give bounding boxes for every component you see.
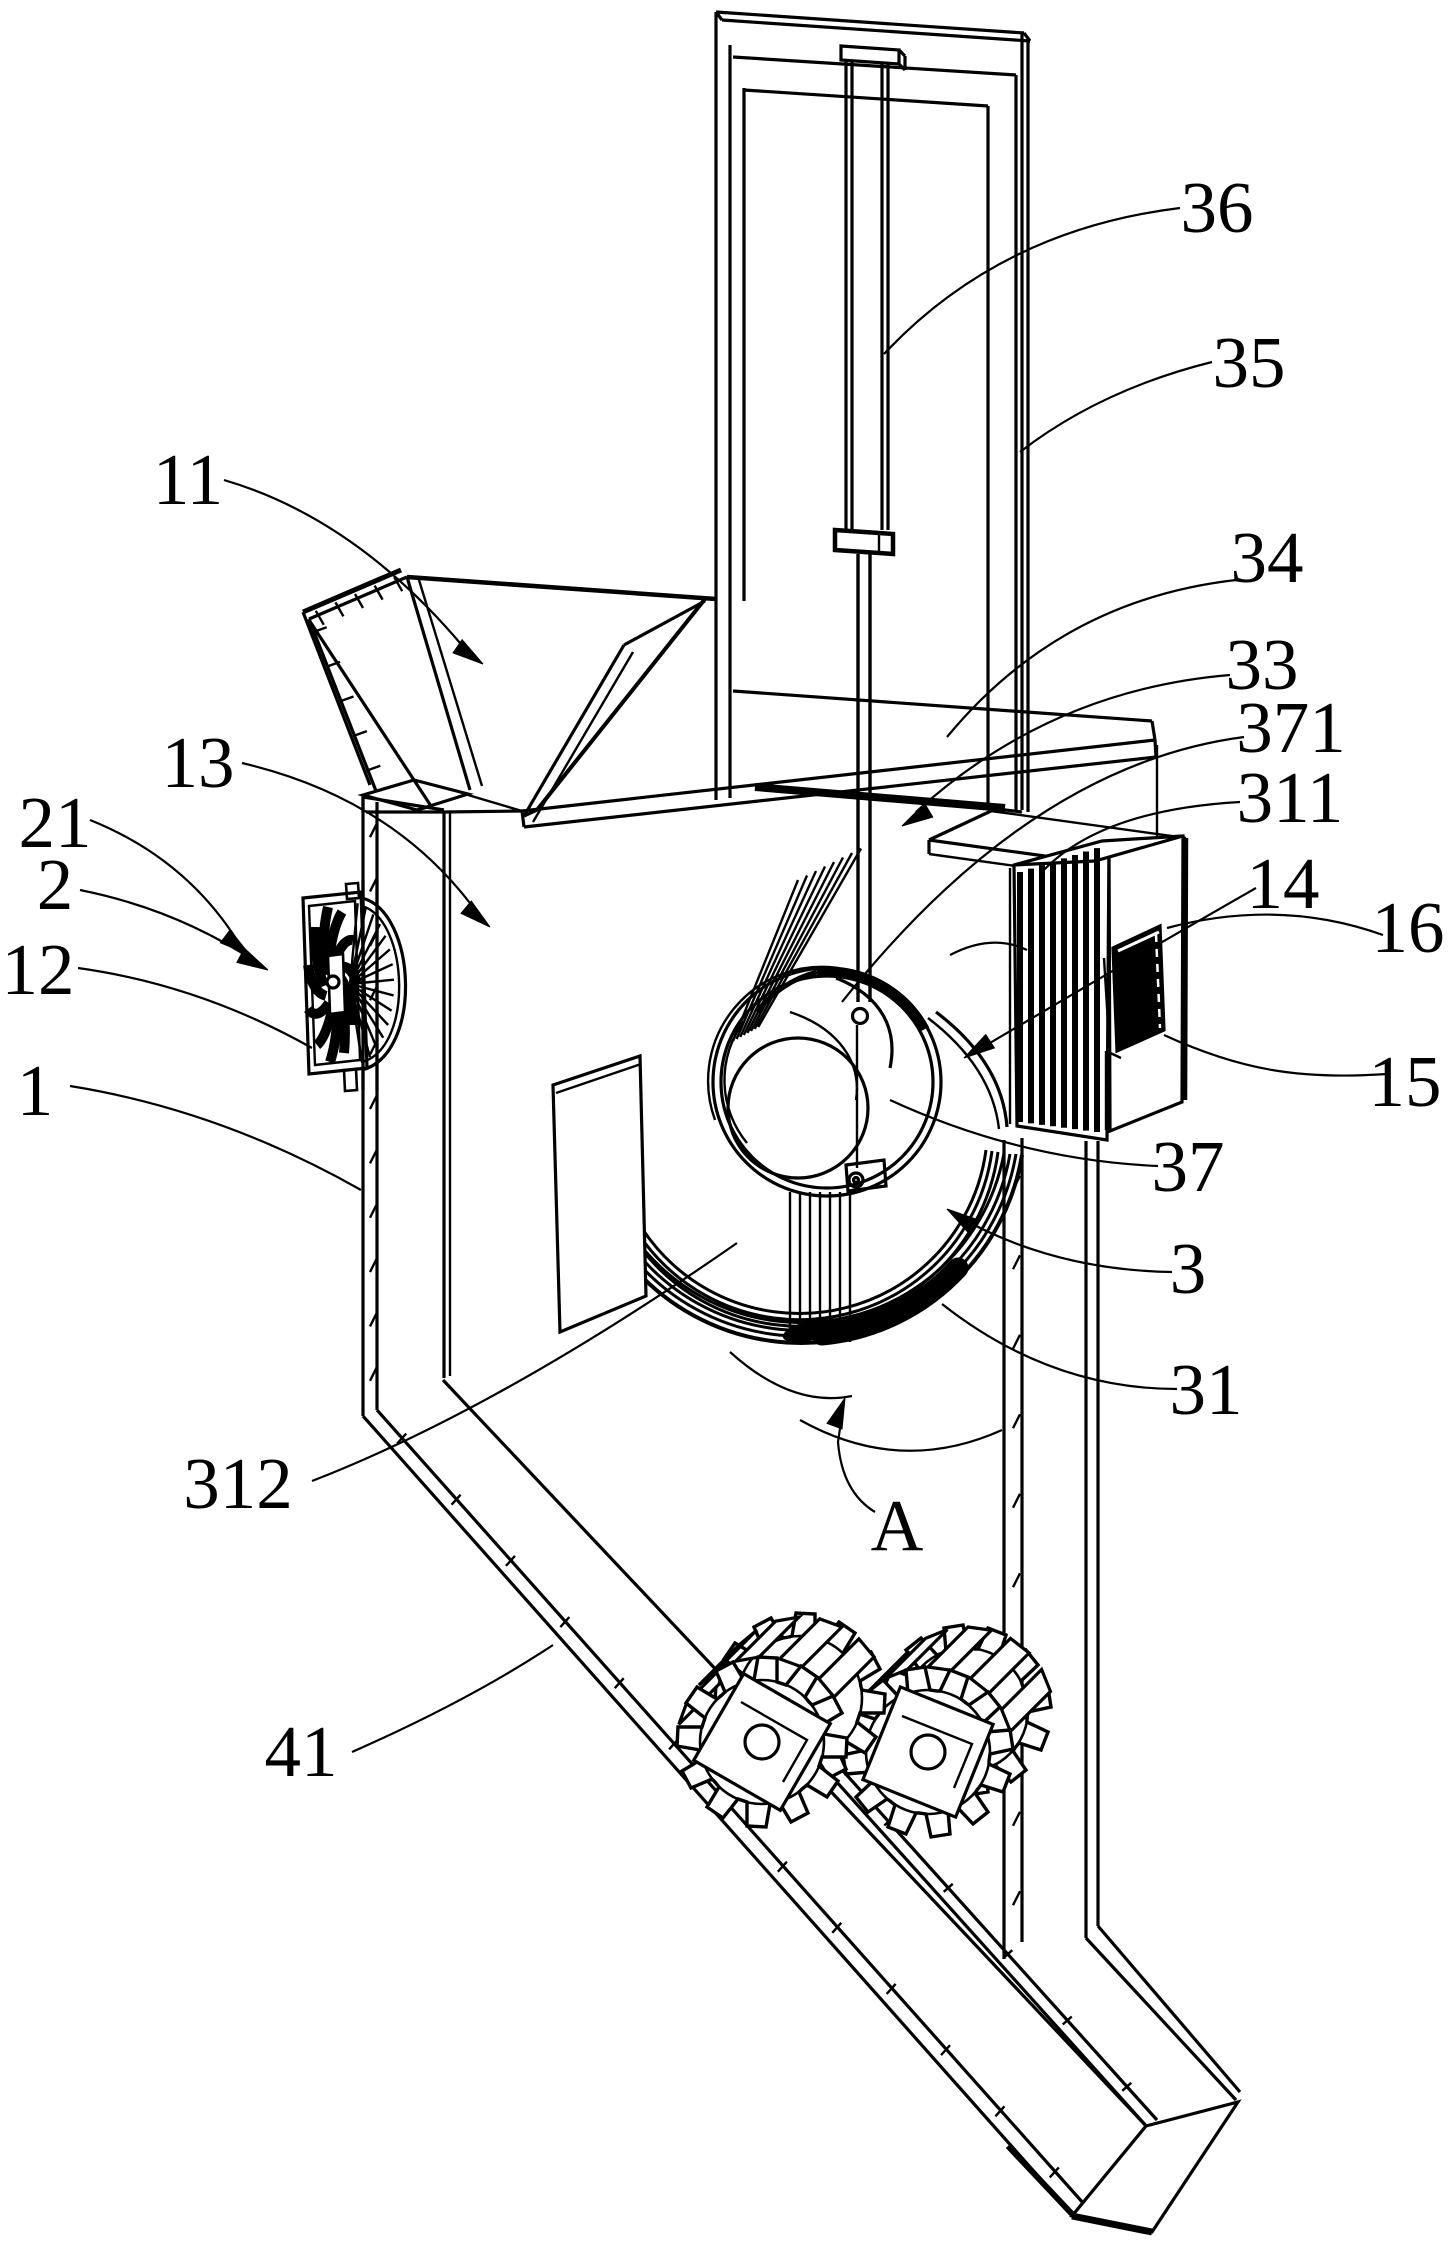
- svg-text:11: 11: [153, 439, 223, 520]
- svg-text:21: 21: [19, 782, 92, 863]
- svg-text:14: 14: [1247, 843, 1320, 924]
- svg-text:A: A: [871, 1485, 924, 1566]
- svg-text:15: 15: [1369, 1041, 1442, 1122]
- svg-text:2: 2: [37, 844, 74, 925]
- svg-text:13: 13: [162, 722, 235, 803]
- svg-text:37: 37: [1152, 1126, 1225, 1207]
- svg-text:12: 12: [2, 929, 75, 1010]
- svg-text:311: 311: [1237, 757, 1344, 838]
- svg-text:3: 3: [1170, 1228, 1207, 1309]
- svg-text:312: 312: [183, 1443, 293, 1524]
- svg-text:35: 35: [1213, 322, 1286, 403]
- svg-text:41: 41: [265, 1711, 338, 1792]
- svg-text:16: 16: [1372, 887, 1445, 968]
- svg-text:371: 371: [1236, 687, 1346, 768]
- svg-text:1: 1: [17, 1050, 54, 1131]
- svg-text:31: 31: [1170, 1349, 1243, 1430]
- svg-text:36: 36: [1181, 167, 1254, 248]
- svg-text:33: 33: [1226, 624, 1299, 705]
- svg-text:34: 34: [1231, 517, 1304, 598]
